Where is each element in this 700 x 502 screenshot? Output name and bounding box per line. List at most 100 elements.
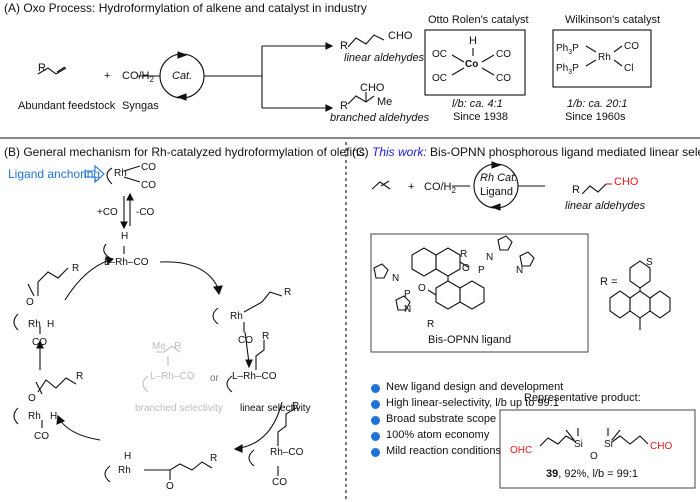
otto-co2: CO — [496, 73, 511, 84]
product-si2: Si — [604, 439, 613, 450]
ligand-anchoring-arrow — [84, 164, 105, 184]
bullet-2: High linear-selectivity, l/b up to 99:1 — [386, 397, 559, 409]
ligand-p2: P — [404, 289, 411, 300]
rh-alkene-complex — [212, 291, 283, 332]
panel-a-title: (A) Oxo Process: Hydroformylation of alk… — [4, 1, 367, 15]
branched-aldehydes-label: branched aldehydes — [330, 112, 430, 124]
cycle-arrow-2 — [244, 331, 250, 364]
ligand-n3: N — [392, 273, 400, 284]
ligand-r1: R — [460, 249, 468, 260]
ligand-p1: P — [478, 265, 485, 276]
bullet-3: Broad substrate scope — [386, 413, 497, 425]
plus-sign: + — [104, 70, 111, 82]
alkene-structure — [37, 66, 67, 75]
wilk-co: CO — [624, 41, 639, 52]
acyl2-o: O — [28, 393, 36, 404]
panel-c-title: (C) This work: Bis-OPNN phosphorous liga… — [352, 145, 700, 159]
linear-r: R — [340, 40, 348, 52]
ligand-label: Ligand — [480, 186, 514, 198]
plus-co: +CO — [97, 207, 118, 218]
product-caption: 39, 92%, l/b = 99:1 — [546, 468, 639, 480]
ligand-n4: N — [404, 304, 412, 315]
pyrrole-rings — [373, 235, 535, 311]
branched-sel-label: branched selectivity — [135, 403, 223, 414]
linear-sel-label: linear selectivity — [240, 403, 311, 414]
bottom-right-rh: Rh–CO — [270, 447, 304, 458]
rh-acyl-complex-upper — [13, 267, 69, 334]
rh-linear-alkyl — [226, 340, 265, 393]
wilk-since: Since 1960s — [565, 111, 626, 123]
otto-catalyst-box — [424, 29, 526, 96]
branched-aldehyde-structure — [347, 92, 375, 105]
branched-rhco: L–Rh–CO — [150, 371, 195, 382]
acyl-r: R — [72, 263, 80, 274]
acyl-h: H — [47, 319, 55, 330]
acyl-o: O — [26, 297, 34, 308]
feedstock-label: Abundant feedstock — [18, 100, 116, 112]
acyl2-rh: Rh — [28, 411, 41, 422]
wilk-ph3p-2: Ph3P — [556, 63, 579, 76]
ligand-box — [370, 233, 589, 353]
product-structure — [539, 428, 649, 447]
alkene-complex-rh: Rh — [230, 311, 243, 322]
top-co2: CO — [141, 180, 156, 191]
bottom-left-o: O — [166, 481, 174, 492]
hydride-rhco: L–Rh–CO — [104, 257, 149, 268]
otto-oc1: OC — [432, 49, 447, 60]
product-o: O — [590, 451, 598, 462]
otto-since: Since 1938 — [453, 111, 509, 123]
coh2-c: CO/H2 — [424, 181, 456, 196]
alkene-c — [371, 181, 391, 190]
linear-cho: CHO — [388, 30, 413, 42]
anthracene-substituent — [609, 260, 671, 330]
bullet-icon — [371, 384, 380, 393]
branched-me-r: Me R — [152, 341, 182, 352]
bullet-icon — [371, 416, 380, 425]
wilkinson-title: Wilkinson's catalyst — [565, 14, 661, 26]
linear-alkyl-rhco: L–Rh–CO — [232, 371, 277, 382]
product-box — [499, 409, 696, 489]
bottom-right-r: R — [292, 401, 300, 412]
label-r-alkene: R — [38, 62, 46, 74]
ligand-n2: N — [516, 265, 524, 276]
ligand-name: Bis-OPNN ligand — [428, 334, 512, 346]
bullet-icon — [371, 432, 380, 441]
thiophene-s: S — [646, 257, 653, 268]
acyl-rh: Rh — [28, 319, 41, 330]
rh-hydride-top — [103, 243, 125, 259]
bottom-right-co: CO — [272, 477, 287, 488]
alkene-complex-r: R — [284, 287, 292, 298]
bottom-left-h: H — [124, 451, 132, 462]
branched-me: Me — [377, 96, 393, 108]
top-co1: CO — [141, 162, 156, 173]
alkene-complex-co: CO — [238, 335, 253, 346]
bullet-5: Mild reaction conditions — [386, 445, 501, 457]
rh-acyl-bottom-left — [104, 461, 213, 483]
otto-oc2: OC — [432, 73, 447, 84]
or-label: or — [210, 373, 219, 384]
acyl-co: CO — [32, 337, 47, 348]
r-equals: R = — [600, 276, 618, 288]
acyl2-r: R — [76, 371, 84, 382]
linear-aldehydes-label: linear aldehydes — [344, 52, 425, 64]
branched-r: R — [340, 100, 348, 112]
representative-title: Representative product: — [524, 392, 641, 404]
bullet-icon — [371, 400, 380, 409]
wilk-ph3p-1: Ph3P — [556, 43, 579, 56]
wilk-rh: Rh — [598, 52, 611, 63]
minus-co: -CO — [136, 207, 155, 218]
product-cho: CHO — [650, 441, 673, 452]
cycle-arrow-3 — [239, 401, 283, 449]
hydride-h: H — [121, 231, 129, 242]
rh-complex-top — [106, 165, 141, 185]
bullet-4: 100% atom economy — [386, 429, 490, 441]
syngas-label: Syngas — [122, 100, 159, 112]
ligand-r2: R — [427, 319, 435, 330]
linear-aldehydes-c: linear aldehydes — [565, 200, 646, 212]
rh-acyl-complex-lower — [13, 377, 77, 428]
acyl2-h: H — [50, 411, 58, 422]
cho-c: CHO — [614, 176, 639, 188]
panel-b-title: (B) General mechanism for Rh-catalyzed h… — [4, 145, 365, 159]
linear-aldehyde-structure — [347, 34, 385, 48]
